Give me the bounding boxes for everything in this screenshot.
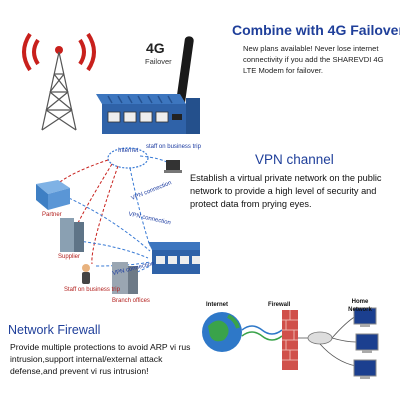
section-4g-body: New plans available! Never lose internet… xyxy=(243,44,384,75)
laptop-icon xyxy=(164,160,182,173)
section-vpn-title: VPN channel xyxy=(255,152,334,167)
firewall-internet-label: Internet xyxy=(206,302,229,308)
cell-tower-icon xyxy=(22,32,96,131)
mini-pc-icon xyxy=(148,242,200,274)
section-vpn-body: Establish a virtual private network on t… xyxy=(190,173,382,210)
diagram-partner-label: Partner xyxy=(42,212,62,218)
computer-icon xyxy=(355,333,379,353)
staff-person-icon xyxy=(82,264,90,284)
vpn-diagram xyxy=(36,147,200,294)
computer-icon xyxy=(353,359,377,379)
firewall-diagram xyxy=(202,307,379,379)
diagram-supplier-label: Supplier xyxy=(58,254,81,260)
label-4g: 4G xyxy=(146,40,165,56)
mini-pc-with-antenna-image xyxy=(96,36,200,134)
diagram-staff-bottom-label: Staff on business trip xyxy=(64,287,120,293)
firewall-icon xyxy=(282,310,298,370)
section-firewall-body: Provide multiple protections to avoid AR… xyxy=(10,342,191,376)
globe-icon xyxy=(202,312,242,352)
partner-building-icon xyxy=(36,180,70,210)
firewall-label: Firewall xyxy=(268,302,291,308)
section-firewall-title: Network Firewall xyxy=(8,323,101,337)
branch-office-building-icon xyxy=(112,262,138,294)
diagram-branch-label: Branch offices xyxy=(112,298,150,304)
computer-icon xyxy=(353,307,377,327)
home-network-label: Home Network xyxy=(348,299,372,313)
internet-cloud-icon xyxy=(107,147,149,169)
router-icon xyxy=(307,331,333,345)
diagram-internet-label: Internet xyxy=(118,148,139,154)
supplier-building-icon xyxy=(60,218,84,252)
diagram-staff-top-label: staff on business trip xyxy=(146,144,201,150)
label-failover: Failover xyxy=(145,57,172,66)
section-4g-title: Combine with 4G Failover xyxy=(232,22,400,38)
